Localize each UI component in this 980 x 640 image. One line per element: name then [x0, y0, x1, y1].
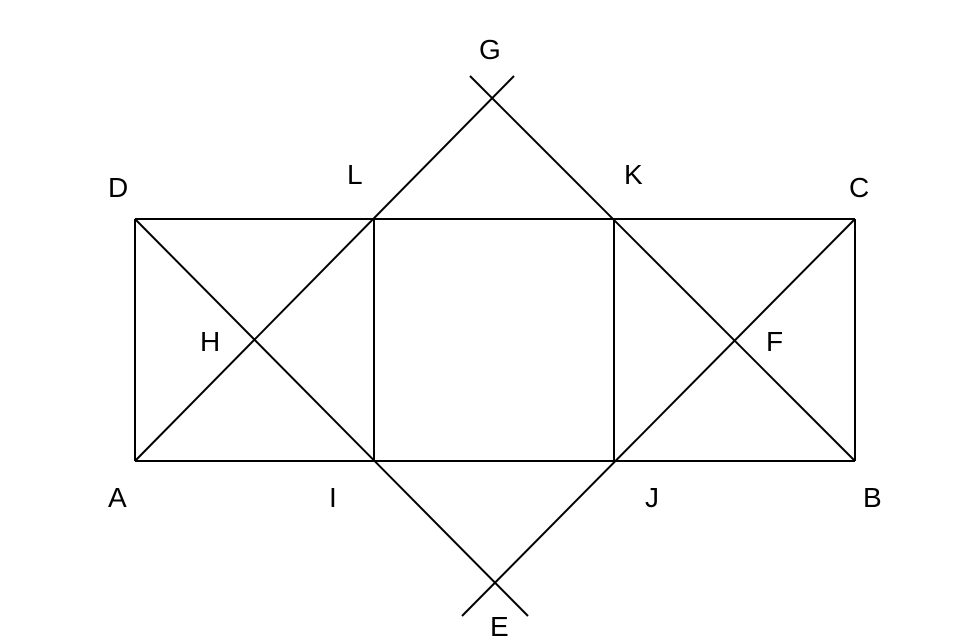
label-D: D: [108, 172, 128, 203]
segment-BG: [469, 75, 856, 462]
segment-CE: [461, 218, 856, 617]
label-K: K: [624, 159, 643, 190]
label-E: E: [490, 611, 509, 640]
label-A: A: [108, 482, 127, 513]
label-C: C: [849, 172, 869, 203]
segment-DE: [134, 218, 529, 617]
label-G: G: [479, 34, 501, 65]
label-F: F: [766, 326, 783, 357]
label-I: I: [329, 482, 337, 513]
label-B: B: [863, 482, 882, 513]
label-J: J: [645, 482, 659, 513]
label-H: H: [200, 326, 220, 357]
segment-AG: [134, 75, 515, 462]
label-L: L: [347, 159, 363, 190]
